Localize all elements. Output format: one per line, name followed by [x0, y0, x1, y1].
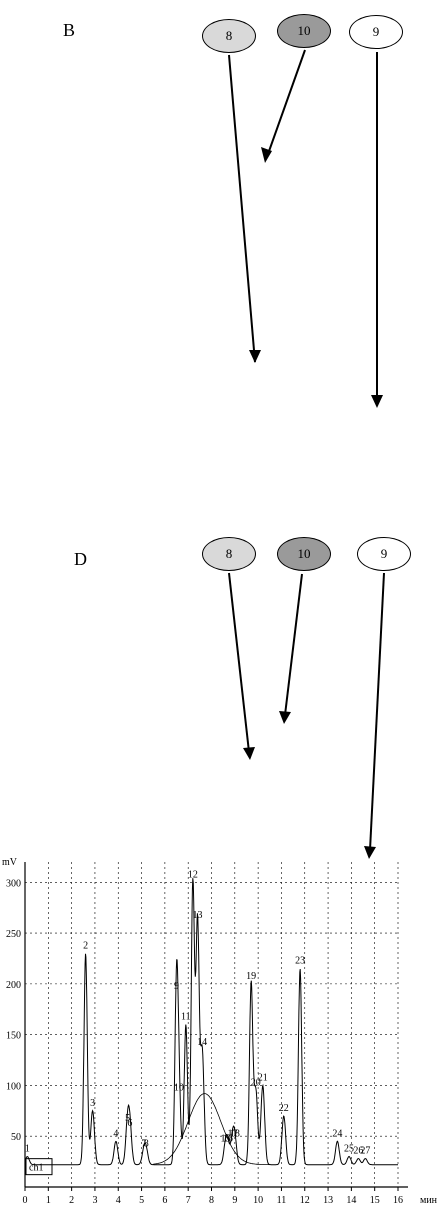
x-tick-label: 8: [209, 1195, 214, 1206]
x-tick-label: 11: [277, 1195, 287, 1206]
y-axis-label: mV: [2, 857, 18, 868]
peak-label: 4: [113, 1128, 118, 1139]
peak-label: 16: [223, 1133, 233, 1144]
panel-letter-b: B: [63, 20, 76, 40]
peak-label: 9: [174, 981, 179, 992]
oval-label: 10: [297, 546, 311, 561]
oval-8-top: 8: [202, 19, 256, 53]
arrow-8-top: [228, 54, 256, 363]
channel-label: ch1: [29, 1163, 43, 1174]
x-tick-label: 15: [370, 1195, 380, 1206]
peak-label: 19: [246, 971, 256, 982]
peak-label: 26: [353, 1146, 363, 1157]
chart-labels: 1234567891011121314151617181920212223242…: [25, 869, 371, 1156]
x-tick-label: 13: [323, 1195, 333, 1206]
peak-label: 13: [193, 910, 203, 921]
x-tick-label: 6: [162, 1195, 167, 1206]
arrowhead-9-bottom: [364, 846, 376, 859]
peak-label: 17: [227, 1128, 237, 1139]
peak-label: 15: [220, 1133, 230, 1144]
arrowhead-8-top: [249, 350, 261, 363]
oval-label: 8: [225, 28, 233, 43]
peak-label: 25: [344, 1144, 354, 1155]
x-tick-label: 14: [346, 1195, 356, 1206]
x-tick-label: 0: [23, 1195, 28, 1206]
peak-label: 5: [125, 1113, 130, 1124]
oval-10-bottom: 10: [277, 537, 331, 571]
peak-label: 6: [127, 1118, 132, 1129]
peak-label: 2: [83, 940, 88, 951]
peak-label: 11: [181, 1012, 191, 1023]
channel-box: [25, 1158, 53, 1176]
arrowhead-8-bottom: [243, 747, 255, 760]
arrow-10-bottom: [284, 573, 303, 716]
oval-label: 10: [297, 23, 311, 38]
y-tick-label: 100: [6, 1081, 21, 1092]
peak-label: 3: [90, 1098, 95, 1109]
oval-9-top: 9: [349, 15, 403, 49]
x-tick-label: 4: [116, 1195, 121, 1206]
peak-label: 14: [197, 1037, 207, 1048]
x-tick-label: 16: [393, 1195, 403, 1206]
x-tick-label: 5: [139, 1195, 144, 1206]
peak-label: 21: [258, 1072, 268, 1083]
oval-label: 8: [225, 546, 233, 561]
x-tick-label: 10: [253, 1195, 263, 1206]
x-tick-label: 3: [92, 1195, 97, 1206]
peak-label: 7: [141, 1138, 146, 1149]
y-tick-label: 50: [11, 1132, 21, 1143]
arrow-9-bottom: [369, 572, 385, 851]
arrow-8-bottom: [228, 572, 250, 753]
x-tick-label: 12: [300, 1195, 310, 1206]
peak-label: 23: [295, 956, 305, 967]
oval-label: 9: [380, 546, 388, 561]
peak-label: 12: [188, 869, 198, 880]
x-tick-label: 2: [69, 1195, 74, 1206]
y-tick-label: 300: [6, 878, 21, 889]
chromatogram-trace: [24, 878, 398, 1166]
peak-label: 24: [332, 1128, 342, 1139]
chart-traces: [24, 878, 398, 1166]
arrowhead-10-bottom: [279, 711, 291, 724]
oval-9-bottom: 9: [357, 537, 411, 571]
x-tick-label: 9: [232, 1195, 237, 1206]
peak-label: 27: [360, 1146, 370, 1157]
arrowhead-10-top: [261, 147, 272, 163]
panel-letter-d: D: [74, 549, 87, 569]
peak-label: 8: [144, 1138, 149, 1149]
arrow-10-top: [267, 49, 306, 155]
y-tick-label: 250: [6, 929, 21, 940]
oval-label: 9: [372, 24, 380, 39]
oval-10-top: 10: [277, 14, 331, 48]
peak-label: 22: [279, 1103, 289, 1114]
peak-label: 20: [251, 1078, 261, 1089]
peak-label: 1: [25, 1144, 30, 1155]
x-tick-label: 1: [46, 1195, 51, 1206]
oval-8-bottom: 8: [202, 537, 256, 571]
peak-label: 10: [174, 1083, 184, 1094]
y-tick-label: 200: [6, 980, 21, 991]
x-tick-label: 7: [186, 1195, 191, 1206]
peak-label: 18: [230, 1128, 240, 1139]
arrowhead-9-top: [371, 395, 383, 408]
x-axis-label: мин: [420, 1195, 438, 1206]
y-tick-label: 150: [6, 1031, 21, 1042]
baseline-hump: [153, 1093, 270, 1165]
